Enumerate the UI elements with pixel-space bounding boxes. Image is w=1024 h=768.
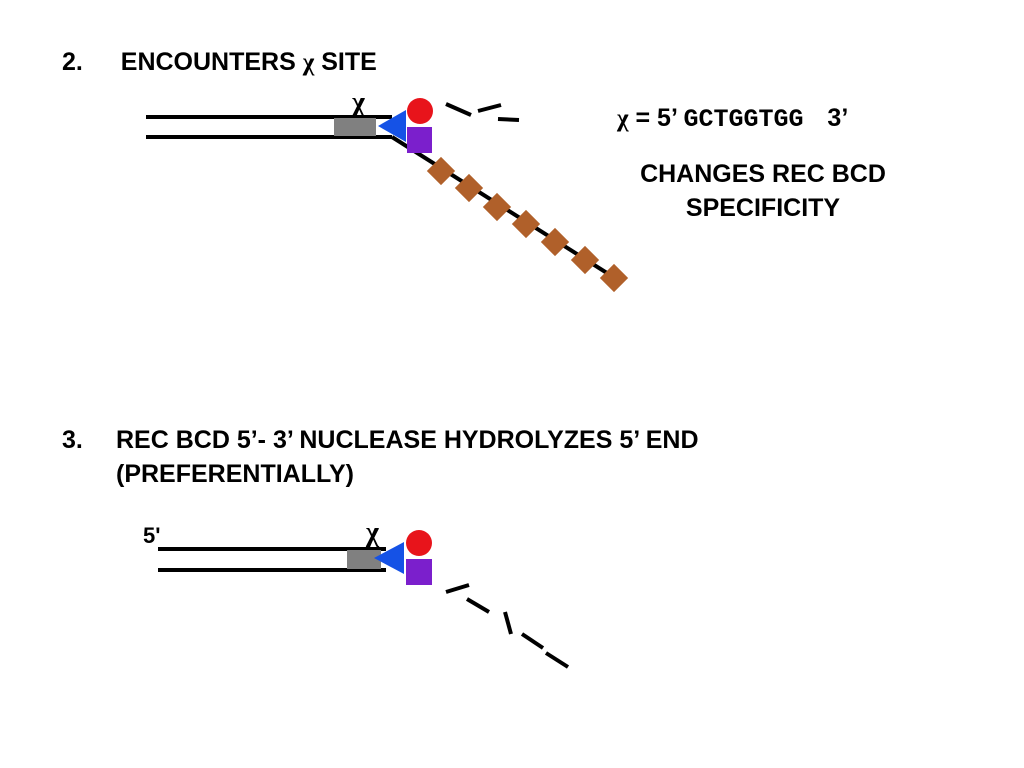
dna-fragment — [520, 632, 545, 650]
five-prime-label: 5' — [143, 523, 161, 548]
step3-number: 3. — [62, 426, 83, 454]
step3-heading: REC BCD 5’- 3’ NUCLEASE HYDROLYZES 5’ EN… — [116, 423, 699, 491]
step2-chi-label: χ — [352, 87, 365, 118]
chi-symbol: χ — [302, 49, 315, 76]
sequence-prefix: = 5’ — [635, 104, 677, 132]
chi-site-block — [334, 118, 376, 136]
recc-square — [406, 559, 432, 585]
chi-sequence: χ = 5’ GCTGGTGG 3’ — [617, 101, 848, 137]
sequence-suffix: 3’ — [827, 104, 849, 132]
changes-note-line1: CHANGES REC BCD — [640, 160, 886, 188]
dna-fragment — [503, 611, 513, 635]
step3-line1: REC BCD 5’- 3’ NUCLEASE HYDROLYZES 5’ EN… — [116, 426, 699, 454]
step2-number: 2. — [62, 48, 83, 76]
recd-triangle — [378, 110, 406, 142]
hydrolyzed-fragments — [445, 583, 570, 669]
recb-circle — [406, 530, 432, 556]
recc-square — [407, 127, 432, 153]
recb-circle — [407, 98, 433, 124]
dna-fragment — [465, 597, 491, 614]
step2-title-post: SITE — [321, 48, 377, 76]
step2-diagram — [146, 98, 629, 293]
step3-chi-label: χ — [366, 517, 379, 548]
dna-fragment — [477, 103, 502, 113]
chi-site-block — [347, 550, 381, 569]
changes-note: CHANGES REC BCD SPECIFICITY — [603, 157, 923, 225]
degraded-fragments — [445, 102, 520, 122]
ssb-bead — [511, 209, 541, 239]
ssb-bead — [540, 227, 570, 257]
step3-line2: (PREFERENTIALLY) — [116, 460, 354, 488]
sequence-bases: GCTGGTGG — [683, 105, 804, 134]
step2-heading: 2. ENCOUNTERS χ SITE — [62, 45, 377, 80]
ssb-bead — [599, 263, 629, 293]
dna-fragment — [544, 651, 570, 669]
chi-symbol: χ — [617, 105, 629, 132]
step3-diagram — [158, 530, 570, 669]
dna-fragment — [445, 583, 470, 594]
step2-title-pre: ENCOUNTERS — [120, 48, 296, 76]
recd-triangle — [374, 542, 404, 574]
dna-fragment — [497, 117, 520, 122]
dna-fragment — [445, 102, 472, 117]
ssb-bead — [570, 245, 600, 275]
changes-note-line2: SPECIFICITY — [685, 194, 841, 222]
